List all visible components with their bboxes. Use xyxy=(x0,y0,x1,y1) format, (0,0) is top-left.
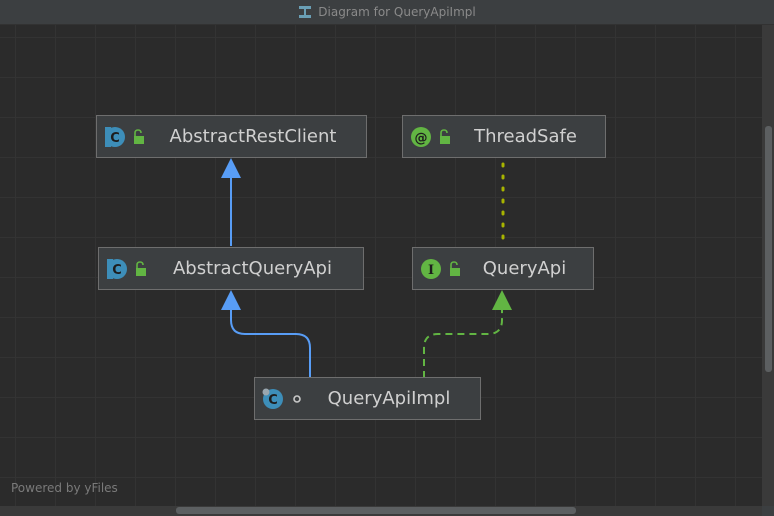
svg-text:C: C xyxy=(112,263,122,278)
horizontal-scrollbar-thumb[interactable] xyxy=(176,507,576,514)
interface-icon: I xyxy=(420,258,442,280)
class-icon: C xyxy=(104,126,126,148)
svg-text:@: @ xyxy=(415,131,428,146)
svg-text:C: C xyxy=(268,393,278,408)
node-label: QueryApi xyxy=(482,258,567,279)
window-title: Diagram for QueryApiImpl xyxy=(318,5,476,19)
public-lock-icon xyxy=(438,128,452,145)
node-label: AbstractRestClient xyxy=(169,126,337,147)
public-lock-icon xyxy=(132,128,146,145)
annotation-icon: @ xyxy=(410,126,432,148)
node-abstract-query-api[interactable]: C AbstractQueryApi xyxy=(98,247,364,290)
node-label: ThreadSafe xyxy=(474,126,577,147)
package-private-icon xyxy=(290,391,304,407)
diagram-icon xyxy=(298,5,312,19)
node-abstract-rest-client[interactable]: C AbstractRestClient xyxy=(96,115,367,158)
class-icon: C xyxy=(262,388,284,410)
public-lock-icon xyxy=(134,260,148,277)
svg-text:I: I xyxy=(428,263,434,278)
node-label: QueryApiImpl xyxy=(327,388,451,409)
node-query-api[interactable]: I QueryApi xyxy=(412,247,594,290)
public-lock-icon xyxy=(448,260,462,277)
node-query-api-impl[interactable]: C QueryApiImpl xyxy=(254,377,481,420)
class-icon: C xyxy=(106,258,128,280)
window-titlebar: Diagram for QueryApiImpl xyxy=(0,0,774,25)
vertical-scrollbar-thumb[interactable] xyxy=(765,126,772,372)
node-label: AbstractQueryApi xyxy=(172,258,332,279)
diagram-canvas[interactable] xyxy=(0,25,762,506)
svg-text:C: C xyxy=(110,131,120,146)
scrollbar-corner xyxy=(762,506,774,516)
node-thread-safe[interactable]: @ ThreadSafe xyxy=(402,115,606,158)
powered-by-text: Powered by yFiles xyxy=(11,481,118,495)
